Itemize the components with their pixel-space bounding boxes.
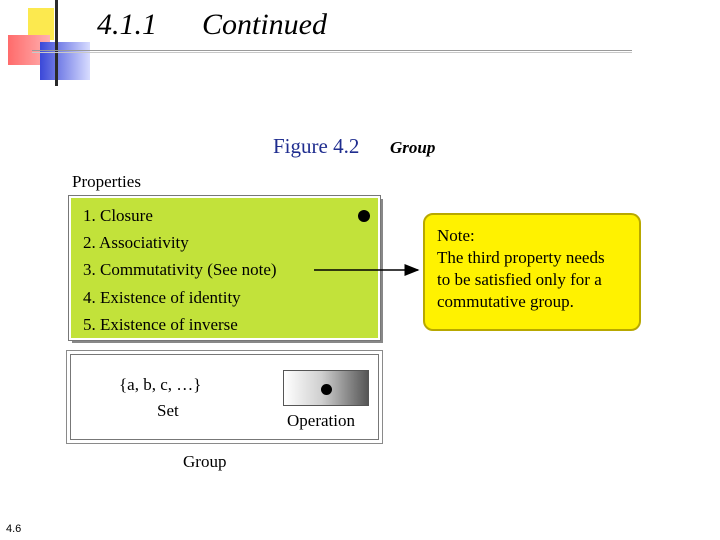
set-label: Set	[157, 401, 179, 420]
note-line-1: The third property needs	[437, 248, 605, 267]
property-closure: 1. Closure	[83, 206, 153, 225]
note-box: Note: The third property needs to be sat…	[423, 213, 641, 331]
decor-vertical-line	[55, 0, 58, 86]
decor-horizontal-line-shadow	[32, 52, 632, 53]
note-line-2: to be satisfied only for a	[437, 270, 602, 289]
property-associativity: 2. Associativity	[83, 233, 189, 252]
operation-dot-icon	[358, 210, 370, 222]
decor-horizontal-line	[32, 50, 632, 51]
note-heading: Note:	[437, 226, 475, 245]
figure-caption: Figure 4.2	[273, 134, 360, 158]
group-box: {a, b, c, …} Set Operation	[70, 354, 379, 440]
page-number: 4.6	[6, 523, 22, 535]
note-line-3: commutative group.	[437, 292, 574, 311]
operation-dot-icon	[321, 384, 332, 395]
operation-label: Operation	[287, 411, 355, 430]
properties-box: 1. Closure 2. Associativity 3. Commutati…	[69, 196, 380, 340]
set-elements: {a, b, c, …}	[119, 375, 202, 394]
property-commutativity: 3. Commutativity (See note)	[83, 260, 277, 279]
property-identity: 4. Existence of identity	[83, 288, 241, 307]
decor-blue-square	[40, 42, 90, 80]
slide-section-number: 4.1.1	[97, 8, 157, 41]
properties-label: Properties	[72, 172, 141, 191]
decor-yellow-square	[28, 8, 54, 40]
slide-title: Continued	[202, 8, 327, 41]
property-inverse: 5. Existence of inverse	[83, 315, 238, 334]
figure-caption-subtitle: Group	[390, 138, 436, 157]
group-label: Group	[183, 452, 227, 471]
operation-box	[283, 370, 369, 406]
